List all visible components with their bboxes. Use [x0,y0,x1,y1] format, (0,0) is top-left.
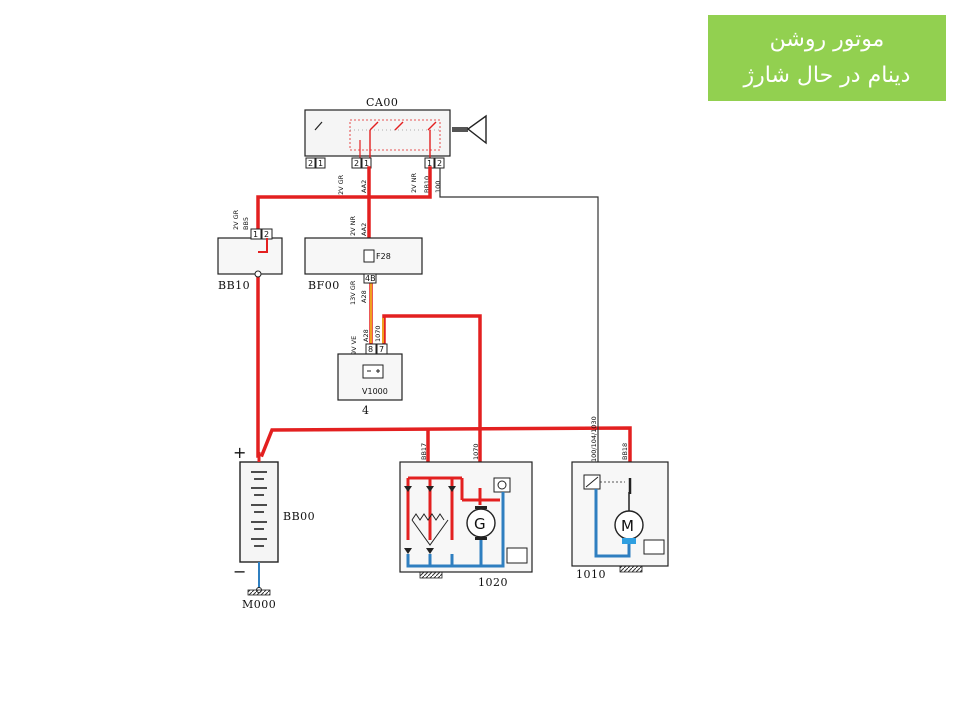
fuse-box-bb10: 1 2 BB10 2V GR BB5 [217,209,283,292]
svg-text:7: 7 [379,345,384,354]
svg-text:9V VE: 9V VE [350,336,358,355]
svg-text:2: 2 [437,159,442,168]
wire-label: 100 [434,181,442,193]
starter: 100/104/1030 BB18 M 1010 [571,416,669,581]
generator-symbol: G [474,515,486,533]
svg-text:2: 2 [354,159,359,168]
alternator: BB17 1070 G [399,443,533,589]
wire-label: BB10 [423,176,431,193]
ground-code: M000 [242,598,276,611]
svg-text:2V GR: 2V GR [232,209,240,230]
svg-text:1: 1 [364,159,369,168]
svg-text:1: 1 [253,230,258,239]
signal-wire [439,168,599,462]
wire-label: 2V GR [337,174,345,195]
svg-text:1: 1 [318,159,323,168]
key-icon [452,114,487,145]
charge-indicator: 9V VE A28 1070 8 7 V1000 4 [337,325,403,417]
svg-text:1: 1 [427,159,432,168]
indicator-code: V1000 [362,387,388,396]
fuse-box-bf00: F28 4B BF00 2V NR AA2 13V GR A28 [304,215,423,305]
battery-code: BB00 [283,510,315,523]
ignition-switch: CA00 2 1 2 1 1 [304,96,487,169]
fuse-box-bb10-code: BB10 [218,279,250,292]
orange-wires [370,283,384,343]
svg-text:100/104/1030: 100/104/1030 [590,416,598,462]
battery-minus: − [233,562,246,581]
svg-text:2: 2 [264,230,269,239]
svg-text:2V NR: 2V NR [349,215,357,236]
wire-label: AA2 [360,180,368,193]
alternator-code: 1020 [478,576,508,589]
indicator-ref: 4 [362,404,370,417]
motor-symbol: M [621,517,634,535]
svg-text:BB17: BB17 [420,443,428,460]
svg-text:A28: A28 [360,290,368,303]
wire-label: 2V NR [410,172,418,193]
title-line-2: دینام در حال شارژ [743,63,911,88]
svg-text:8: 8 [368,345,373,354]
battery-warning-icon [362,364,384,379]
svg-text:1070: 1070 [472,443,480,460]
svg-text:1070: 1070 [374,325,382,342]
ignition-pins-left: 2 1 [305,157,326,169]
fuse-f28-label: F28 [376,252,391,261]
slide-title-box: موتور روشن دینام در حال شارژ [708,15,946,101]
svg-text:4B: 4B [365,274,376,283]
ignition-pins-right: 1 2 [424,157,445,169]
title-line-1: موتور روشن [769,27,885,52]
svg-text:2: 2 [308,159,313,168]
starter-code: 1010 [576,568,606,581]
ignition-pins-mid: 2 1 [351,157,372,169]
ignition-switch-code: CA00 [366,96,398,109]
live-wires [256,166,632,490]
svg-text:13V GR: 13V GR [349,280,357,305]
svg-text:A28: A28 [362,329,370,342]
svg-text:BB5: BB5 [242,217,250,230]
fuse-box-bf00-code: BF00 [308,279,340,292]
battery-plus: + [233,443,246,462]
svg-text:BB18: BB18 [621,443,629,460]
svg-text:AA2: AA2 [360,223,368,236]
battery: + − BB00 M000 [233,443,315,611]
